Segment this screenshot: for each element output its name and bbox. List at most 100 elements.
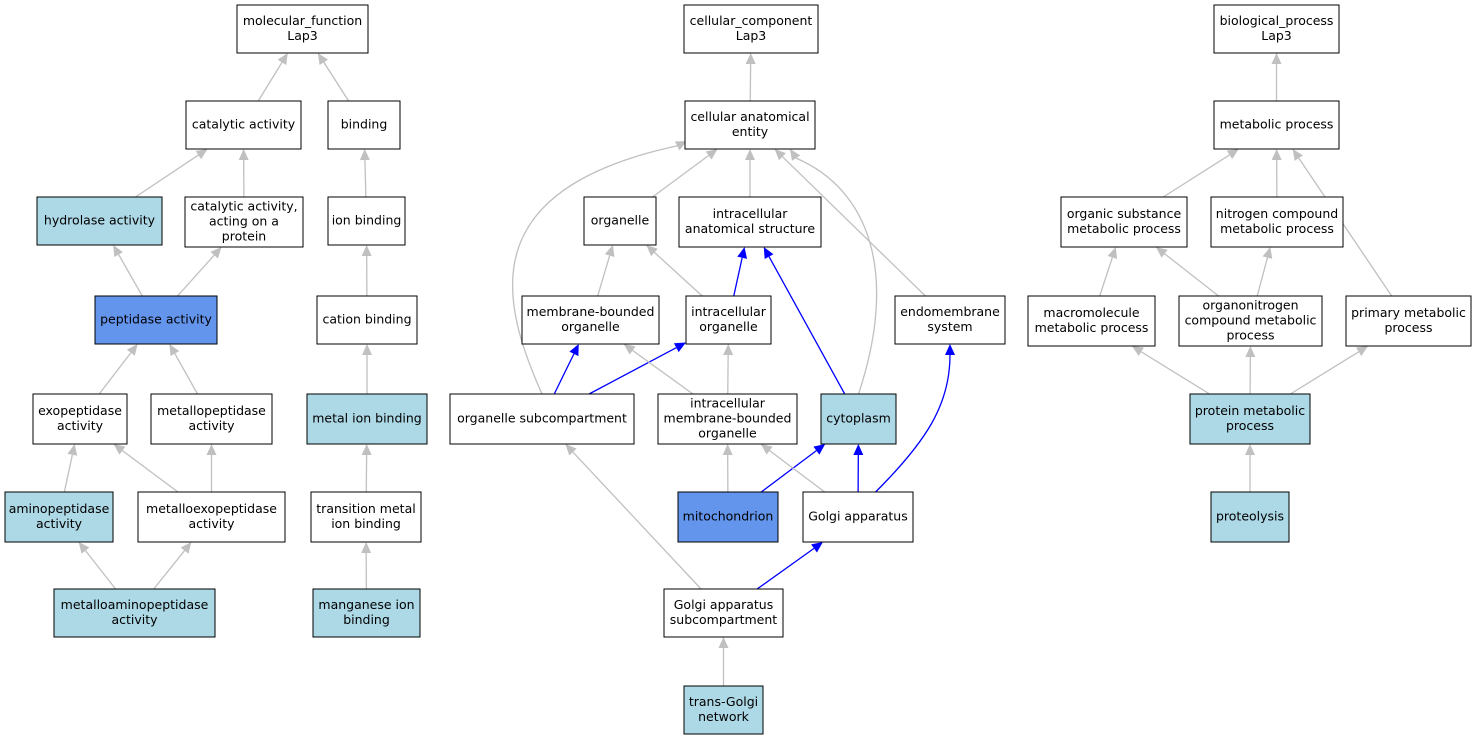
node-proteolysis: proteolysis — [1210, 491, 1290, 543]
edge-tgn-to-golgi_sub — [718, 637, 729, 686]
node-box — [1178, 295, 1323, 347]
edge-osc-to-mbo — [553, 344, 579, 395]
edge-line — [769, 450, 826, 493]
edge-pmp-to-macro — [1131, 346, 1210, 395]
node-label-line: metabolic process — [1220, 221, 1334, 236]
edge-line — [257, 62, 283, 102]
edge-aminopeptidase-to-exopeptidase — [63, 444, 78, 493]
edge-arrowhead — [317, 53, 329, 65]
node-label-line: organonitrogen — [1202, 298, 1298, 313]
node-label-line: mitochondrion — [683, 509, 774, 524]
edge-line — [174, 353, 199, 395]
edge-arrowhead — [1245, 346, 1256, 358]
node-box — [683, 4, 819, 54]
node-label-line: catalytic activity — [192, 117, 296, 132]
node-label-line: activity — [57, 418, 104, 433]
edge-arrowhead — [238, 149, 249, 161]
edge-line — [875, 354, 951, 493]
node-box — [1213, 4, 1340, 54]
edge-arrowhead — [1271, 149, 1282, 161]
edge-arrowhead — [1356, 346, 1369, 357]
node-label-line: network — [698, 709, 750, 724]
node-label-line: cation binding — [322, 312, 411, 327]
node-label-line: ion binding — [331, 516, 401, 531]
edge-arrowhead — [1155, 247, 1168, 258]
edge-cation_binding-to-ion_binding — [361, 245, 372, 297]
node-box — [657, 393, 798, 445]
node-label-line: primary metabolic — [1351, 305, 1466, 320]
edge-peptidase-to-hydrolase — [113, 245, 143, 297]
node-label-line: cellular_component — [690, 13, 813, 28]
node-label-line: activity — [36, 516, 83, 531]
edge-arrowhead — [1292, 149, 1303, 161]
edge-line — [511, 145, 678, 395]
node-label-line: hydrolase activity — [44, 213, 156, 228]
node-label-line: organelle — [591, 213, 650, 228]
node-label-line: process — [1384, 320, 1432, 335]
node-label-line: protein — [222, 229, 266, 244]
node-label-line: metalloaminopeptidase — [61, 597, 209, 612]
edge-metalloamino-to-aminopeptidase — [78, 542, 117, 590]
node-label-line: biological_process — [1220, 13, 1334, 28]
edge-arrowhead — [1262, 247, 1273, 259]
node-box — [1189, 393, 1311, 445]
edge-arrowhead — [705, 149, 718, 160]
edge-osmp-to-metabolic — [1162, 149, 1239, 198]
edge-peptidase-to-cat_protein — [177, 247, 222, 297]
node-box — [449, 393, 635, 445]
edge-metalloexo-to-metallopeptidase — [206, 444, 217, 492]
edge-imbo-to-io — [723, 344, 734, 395]
edge-arrowhead — [113, 444, 126, 455]
edge-golgi-to-endomembrane — [875, 344, 955, 493]
node-label-line: binding — [341, 117, 388, 132]
node-box — [185, 100, 302, 150]
node-box — [312, 588, 421, 638]
node-label-line: cellular anatomical — [690, 109, 809, 124]
node-box — [94, 295, 218, 345]
edge-arrowhead — [737, 247, 748, 259]
edge-metabolic-to-bp_root — [1271, 53, 1282, 101]
edge-ion_binding-to-binding — [359, 149, 370, 198]
edge-arrowhead — [361, 542, 372, 554]
node-label-line: endomembrane — [900, 304, 1000, 319]
node-box — [1213, 100, 1340, 150]
edge-mito-to-imbo — [722, 444, 733, 493]
edge-arrowhead — [673, 342, 686, 353]
node-label-line: subcompartment — [670, 612, 777, 627]
edge-line — [1164, 253, 1219, 297]
edge-line — [1140, 351, 1210, 395]
node-box — [683, 685, 764, 735]
edge-line — [760, 450, 817, 493]
edge-mbo-to-organelle — [597, 245, 615, 297]
edge-line — [135, 154, 199, 198]
edge-transition_metal-to-metal_ion — [361, 444, 372, 493]
edge-golgi-to-cytoplasm — [853, 444, 864, 493]
edge-arrowhead — [813, 444, 826, 455]
node-label-line: intracellular — [713, 206, 789, 221]
node-label-line: molecular_function — [243, 13, 362, 28]
edge-arrowhead — [763, 247, 774, 260]
node-label-line: activity — [111, 612, 158, 627]
node-box — [236, 4, 369, 54]
edge-line — [1099, 257, 1113, 297]
edge-arrowhead — [169, 344, 180, 357]
edge-line — [1290, 351, 1360, 395]
edge-arrowhead — [774, 149, 786, 161]
node-label-line: metabolic process — [1035, 320, 1149, 335]
node-label-line: metabolic process — [1220, 117, 1334, 132]
node-box — [306, 393, 428, 445]
node-box — [684, 100, 816, 150]
edge-ncmp-to-metabolic — [1271, 149, 1282, 198]
edge-line — [572, 451, 702, 590]
node-box — [53, 588, 216, 638]
